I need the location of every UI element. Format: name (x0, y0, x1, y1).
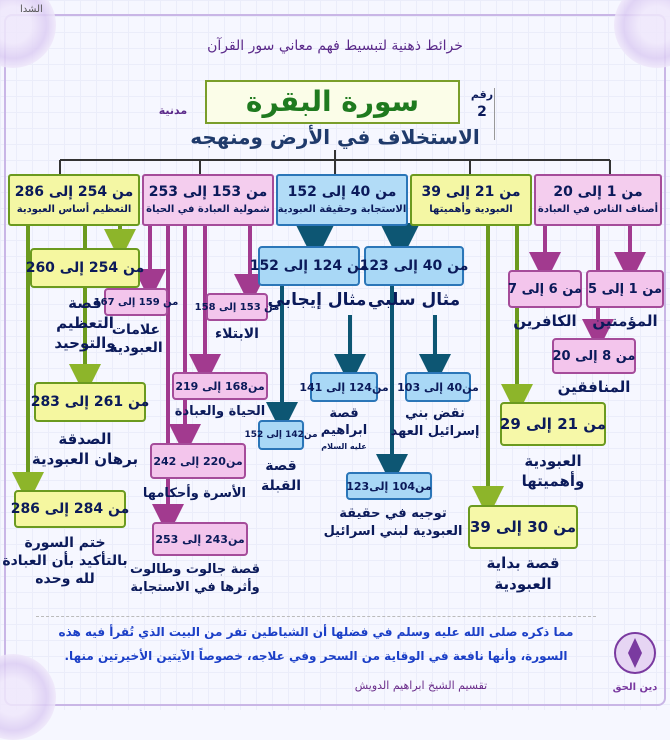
node-6-7-label: الكافرين (513, 312, 577, 330)
node-40-123: من 40 إلى 123 (360, 246, 468, 286)
node-8-20: من 8 إلى 20 (552, 338, 636, 374)
node-30-39-label-1: قصة بداية (486, 554, 560, 572)
node-284-286: من 284 إلى 286 (11, 490, 129, 528)
node-40-103-label-2: إسرائيل العهد (390, 424, 480, 439)
section-3: من 40 إلى 152 الاستجابة وحقيقة العبودية (276, 174, 408, 226)
node-6-7: من 6 إلى 7 (508, 270, 582, 308)
section-1: من 1 إلى 20 أصناف الناس في العبادة (534, 174, 662, 226)
node-159-167: من 159 إلى 167 (94, 288, 178, 316)
node-21-29: من 21 إلى 29 (500, 402, 606, 446)
connector-layer (12, 150, 646, 536)
title-box: سورة البقرة (205, 80, 460, 124)
node-8-20-label: المنافقين (557, 378, 631, 396)
section-2: من 21 إلى 39 العبودية وأهميتها (410, 174, 532, 226)
node-284-286-label-3: لله وحده (35, 571, 95, 587)
logo-emblem-icon (614, 632, 656, 674)
node-142-152-label-2: القبلة (260, 478, 302, 494)
node-153-158: من 153 إلى 158 (195, 293, 279, 321)
subtitle: خرائط ذهنية لتبسيط فهم معاني سور القرآن (207, 38, 463, 54)
node-1-5-label: المؤمنين (592, 312, 658, 330)
node-261-283: من 261 إلى 283 (31, 382, 149, 422)
footer-line-1: مما ذكره صلى الله عليه وسلم في فضلها أن … (58, 625, 574, 639)
node-284-286-label-1: ختم السورة (24, 535, 106, 551)
node-124-141-label-2: ابراهيم (320, 423, 368, 438)
node-40-103-label-1: نقض بني (405, 406, 465, 421)
node-21-29-label-2: وأهميتها (521, 472, 585, 490)
logo: دين الحق (610, 628, 660, 698)
node-243-253-label-2: وأثرها في الاستجابة (130, 580, 260, 595)
node-220-242-label: الأسرة وأحكامها (142, 486, 246, 501)
node-30-39-label-2: العبودية (494, 575, 552, 593)
node-124-141-label-1: قصة (329, 406, 359, 421)
node-104-123-label-1: توجيه في حقيقة (339, 506, 447, 521)
watermark: الشدا (20, 4, 43, 15)
node-243-253: من243 إلى 253 (152, 522, 248, 556)
node-284-286-label-2: بالتأكيد بأن العبادة (2, 553, 128, 569)
section-4: من 153 إلى 253 شمولية العبادة في الحياة (142, 174, 274, 226)
node-1-5: من 1 إلى 5 (586, 270, 664, 308)
node-21-29-label-1: العبودية (524, 452, 582, 470)
node-30-39: من 30 إلى 39 (468, 505, 578, 549)
surah-theme: الاستخلاف في الأرض ومنهجه (190, 125, 480, 149)
node-168-219-label: الحياة والعبادة (174, 404, 266, 419)
node-124-152: من 124 إلى 152 (250, 246, 368, 286)
node-124-141-label-3: عليه السلام (321, 442, 367, 451)
node-254-260-label-1: قصة (68, 294, 102, 312)
node-153-158-label: الابتلاء (215, 326, 259, 342)
number-label: رقم (470, 88, 494, 101)
node-254-260-label-3: والتوحيد (54, 334, 116, 352)
node-168-219: من168 إلى 219 (172, 372, 268, 400)
footer-panel: مما ذكره صلى الله عليه وسلم في فضلها أن … (36, 616, 596, 704)
node-254-260-label-2: التعظيم (56, 314, 114, 332)
node-104-123: من104 إلى123 (346, 472, 432, 500)
footer-line-2: السورة، وأنها نافعة في الوقاية من السحر … (64, 649, 568, 663)
node-124-152-label: مثال إيجابي (267, 290, 367, 310)
node-159-167-label-2: العبودية (109, 340, 163, 356)
node-142-152-label-1: قصة (265, 458, 297, 474)
type-label: مدنية (158, 104, 188, 117)
node-142-152: من142 إلى 152 (244, 420, 318, 450)
node-261-283-label-2: برهان العبودية (31, 450, 139, 468)
node-40-123-label: مثال سلبي (367, 290, 461, 310)
surah-title: سورة البقرة (245, 85, 420, 118)
node-104-123-label-2: العبودية لبني اسرائيل (323, 524, 463, 539)
node-159-167-label-1: علامات (111, 322, 161, 338)
page-frame (4, 14, 666, 706)
section-5: من 254 إلى 286 التعظيم أساس العبودية (8, 174, 140, 226)
header-divider (494, 88, 495, 140)
node-243-253-label-1: قصة جالوت وطالوت (130, 562, 260, 577)
node-220-242: من220 إلى 242 (150, 443, 246, 479)
number-value: 2 (477, 104, 487, 120)
footer-credit: تقسيم الشيخ ابراهيم الدويش (354, 679, 488, 692)
node-40-103: من40 إلى 103 (397, 372, 479, 402)
node-254-260: من 254 إلى 260 (26, 248, 144, 288)
node-261-283-label-1: الصدقة (58, 430, 112, 448)
